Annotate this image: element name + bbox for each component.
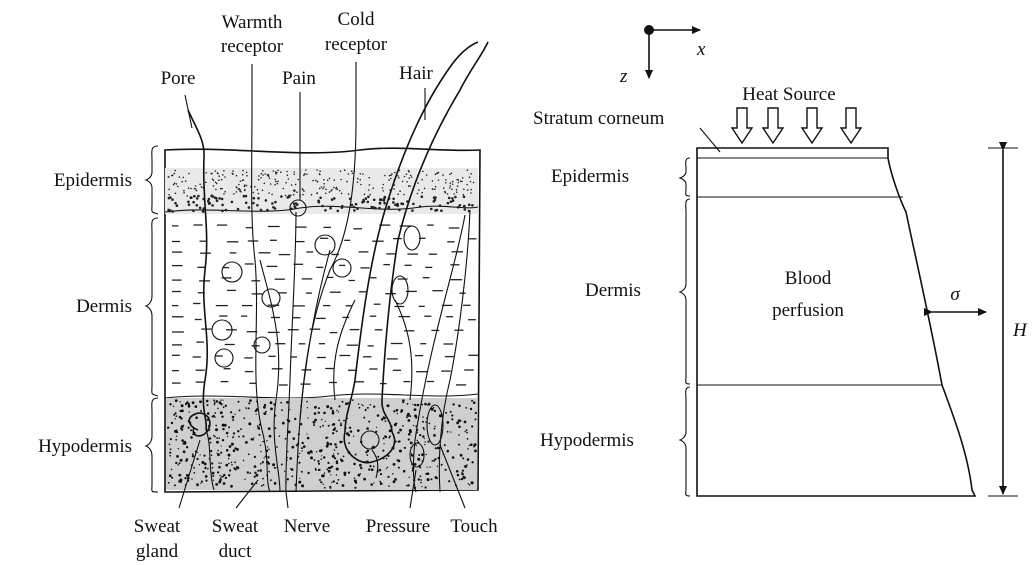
heat-source-arrows	[732, 108, 861, 143]
warmth-receptor-label-1: Warmth	[222, 12, 283, 33]
height-label: H	[1012, 320, 1028, 341]
stratum-corneum-label: Stratum corneum	[533, 108, 665, 129]
sweat-duct-label-2: duct	[219, 541, 252, 562]
heat-arrow-3	[802, 108, 822, 143]
pain-label: Pain	[282, 68, 316, 89]
dermis-layer	[165, 225, 478, 398]
heat-arrow-2	[763, 108, 783, 143]
cold-receptor-label-1: Cold	[338, 9, 375, 30]
model-hypodermis-label: Hypodermis	[540, 430, 634, 451]
sweat-gland-label-1: Sweat	[134, 516, 181, 537]
pore-label: Pore	[161, 68, 196, 89]
touch-label: Touch	[450, 516, 498, 537]
z-axis-label: z	[619, 66, 628, 87]
dermis-bracket	[146, 218, 158, 396]
epidermis-layer	[165, 168, 478, 214]
cold-receptor-label-2: receptor	[325, 34, 388, 55]
skin-anatomy-figure: Warmth receptor Cold receptor Pore Pain …	[38, 9, 498, 562]
heat-arrow-1	[732, 108, 752, 143]
sweat-duct-label-1: Sweat	[212, 516, 259, 537]
epidermis-bracket	[146, 146, 158, 214]
hypodermis-label: Hypodermis	[38, 436, 132, 457]
model-slab	[697, 148, 975, 496]
left-layer-brackets	[146, 146, 158, 492]
height-dimension: H	[988, 148, 1028, 496]
sigma-indicator: σ	[932, 284, 986, 312]
sweat-gland-label-2: gland	[136, 541, 179, 562]
pressure-label: Pressure	[366, 516, 430, 537]
warmth-receptor-label-2: receptor	[221, 36, 284, 57]
slab-outline	[697, 148, 975, 496]
heat-arrow-4	[841, 108, 861, 143]
hypodermis-bracket	[146, 398, 158, 492]
x-axis-label: x	[696, 39, 706, 60]
skin-model-figure: x z Heat Source Stratum corneum Blood pe…	[533, 25, 1028, 496]
model-epidermis-label: Epidermis	[551, 166, 629, 187]
dermis-label: Dermis	[76, 296, 132, 317]
coordinate-axes: x z	[619, 25, 706, 87]
blood-perfusion-label-2: perfusion	[772, 300, 844, 321]
model-dermis-label: Dermis	[585, 280, 641, 301]
right-layer-brackets	[680, 158, 690, 496]
epidermis-label: Epidermis	[54, 170, 132, 191]
hair-label: Hair	[399, 63, 433, 84]
blood-perfusion-label-1: Blood	[785, 268, 832, 289]
nerve-label: Nerve	[284, 516, 330, 537]
sigma-label: σ	[950, 284, 960, 305]
hypodermis-layer	[166, 398, 477, 490]
heat-source-label: Heat Source	[742, 84, 835, 105]
